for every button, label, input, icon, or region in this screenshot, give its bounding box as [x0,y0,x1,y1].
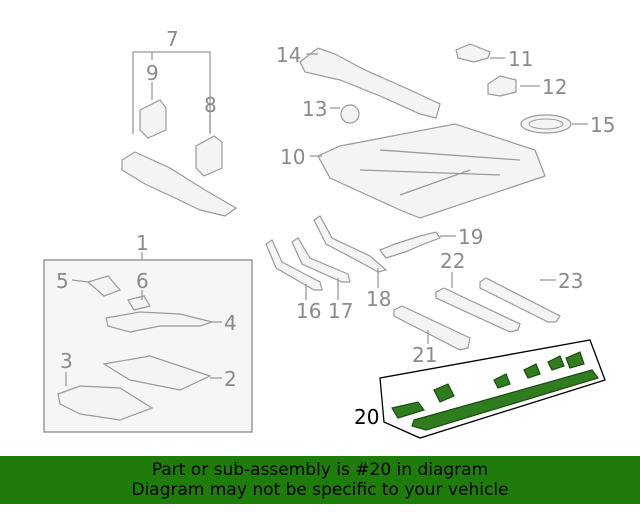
callout-6[interactable]: 6 [136,269,149,293]
bracket-7-line [132,51,211,134]
part-11-shape [455,43,491,63]
callout-1[interactable]: 1 [136,231,149,255]
part-13-shape [340,104,360,124]
part-17-shape [291,237,351,283]
part-19-shape [379,231,441,259]
callout-20[interactable]: 20 [354,405,379,429]
part-4-shape [105,311,215,333]
info-banner: Part or sub-assembly is #20 in diagram D… [0,456,640,504]
callout-10[interactable]: 10 [280,145,305,169]
part-20-group [379,339,606,439]
part-20-bracket-e [565,351,585,369]
callout-7[interactable]: 7 [166,27,179,51]
part-20-bracket-a [433,383,455,403]
callout-15[interactable]: 15 [590,113,615,137]
part-16-shape [265,239,323,291]
part-23-shape [479,277,561,323]
part-20-bracket [379,339,606,439]
callout-16[interactable]: 16 [296,299,321,323]
callout-23[interactable]: 23 [558,269,583,293]
parts-diagram: 7 9 8 14 11 12 13 15 10 19 22 23 16 17 1… [43,27,615,439]
callout-9[interactable]: 9 [146,61,159,85]
part-20-rocker [411,369,599,431]
callout-14[interactable]: 14 [276,43,301,67]
part-7-group [121,51,238,217]
part-14-shape [299,47,441,119]
callout-12[interactable]: 12 [542,75,567,99]
banner-line-1: Part or sub-assembly is #20 in diagram [151,460,489,480]
callout-4[interactable]: 4 [224,311,237,335]
callout-5[interactable]: 5 [56,269,69,293]
callout-3[interactable]: 3 [60,349,73,373]
part-10-floor-pan [317,123,546,219]
part-7-crossmember [121,151,238,217]
part-2-shape [102,355,212,391]
part-15-shape [520,114,572,134]
callout-11[interactable]: 11 [508,47,533,71]
callout-22[interactable]: 22 [440,249,465,273]
banner-line-2: Diagram may not be specific to your vehi… [131,480,509,500]
callout-18[interactable]: 18 [366,287,391,311]
floor-pan-detail [359,149,521,196]
callout-19[interactable]: 19 [458,225,483,249]
part-6-shape [127,295,151,311]
part-21-shape [393,305,471,351]
part-20-bracket-b [493,373,511,389]
callout-17[interactable]: 17 [328,299,353,323]
part-3-shape [57,385,154,421]
part-20-bracket-c [523,363,541,379]
callout-21[interactable]: 21 [412,343,437,367]
leader-line [71,279,89,283]
part-12-shape [487,75,517,97]
part-15-inner [528,118,564,130]
callout-13[interactable]: 13 [302,97,327,121]
part-20-extension [391,401,425,419]
part-18-shape [313,215,388,273]
part-20-bracket-d [547,355,565,371]
callout-2[interactable]: 2 [224,367,237,391]
callout-8[interactable]: 8 [204,93,217,117]
part-8-shape [195,135,223,177]
part-9-shape [139,99,167,139]
part-22-shape [435,287,521,333]
part-5-shape [86,275,122,297]
